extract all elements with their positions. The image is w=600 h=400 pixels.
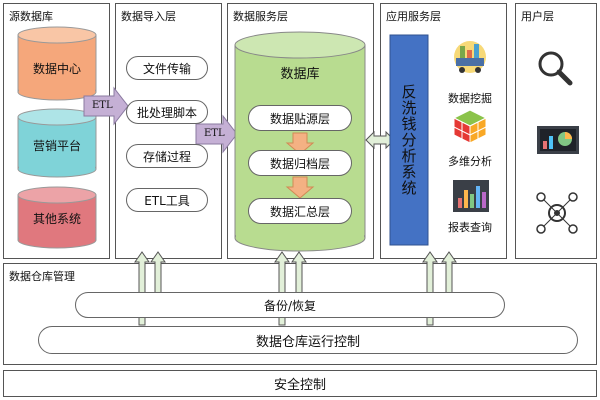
tier-archive: 数据归档层 xyxy=(248,150,352,176)
source-db-label-2: 营销平台 xyxy=(32,139,81,153)
import-tool-etl: ETL工具 xyxy=(126,188,208,212)
aml-system-label: 反洗钱分析系统 xyxy=(399,84,418,196)
import-tool-stored-procedure: 存储过程 xyxy=(126,144,208,168)
source-cylinder-3 xyxy=(17,186,97,249)
etl-arrow-1 xyxy=(83,86,129,126)
source-cylinder-2 xyxy=(17,108,97,178)
tier-summary: 数据汇总层 xyxy=(248,198,352,224)
etl-label-1: ETL xyxy=(92,100,113,111)
down-arrow-2 xyxy=(285,176,315,199)
etl-label-2: ETL xyxy=(204,128,225,139)
tier-source: 数据贴源层 xyxy=(248,105,352,131)
management-title: 数据仓库管理 xyxy=(9,270,75,283)
data-mining-icon xyxy=(454,41,486,73)
monitor-chart-icon xyxy=(537,126,579,154)
source-db-label-1: 数据中心 xyxy=(32,62,81,76)
source-db-label-3: 其他系统 xyxy=(32,212,81,226)
mgmt-arrows xyxy=(134,251,457,326)
down-arrow-1 xyxy=(285,132,315,155)
cube-icon xyxy=(452,109,488,144)
app-label-olap: 多维分析 xyxy=(448,155,492,168)
runtime-control-bar: 数据仓库运行控制 xyxy=(38,326,578,354)
source-cylinder-1 xyxy=(17,26,97,101)
bar-chart-icon xyxy=(453,180,489,212)
security-label: 安全控制 xyxy=(273,378,326,393)
app-label-data-mining: 数据挖掘 xyxy=(448,92,492,105)
service-layer-title: 数据服务层 xyxy=(233,10,288,23)
backup-restore-bar: 备份/恢复 xyxy=(75,292,505,318)
network-gear-icon xyxy=(536,192,578,234)
import-layer-title: 数据导入层 xyxy=(121,10,176,23)
import-tool-batch-script: 批处理脚本 xyxy=(126,100,208,124)
aml-system-bar xyxy=(389,34,429,246)
source-layer-title: 源数据库 xyxy=(9,10,53,23)
user-layer-title: 用户层 xyxy=(521,10,554,23)
app-layer-title: 应用服务层 xyxy=(386,10,441,23)
database-title: 数据库 xyxy=(280,67,320,82)
import-tool-file-transfer: 文件传输 xyxy=(126,56,208,80)
app-label-report-query: 报表查询 xyxy=(448,221,492,234)
magnifier-icon xyxy=(538,51,573,86)
security-bar: 安全控制 xyxy=(3,370,597,397)
